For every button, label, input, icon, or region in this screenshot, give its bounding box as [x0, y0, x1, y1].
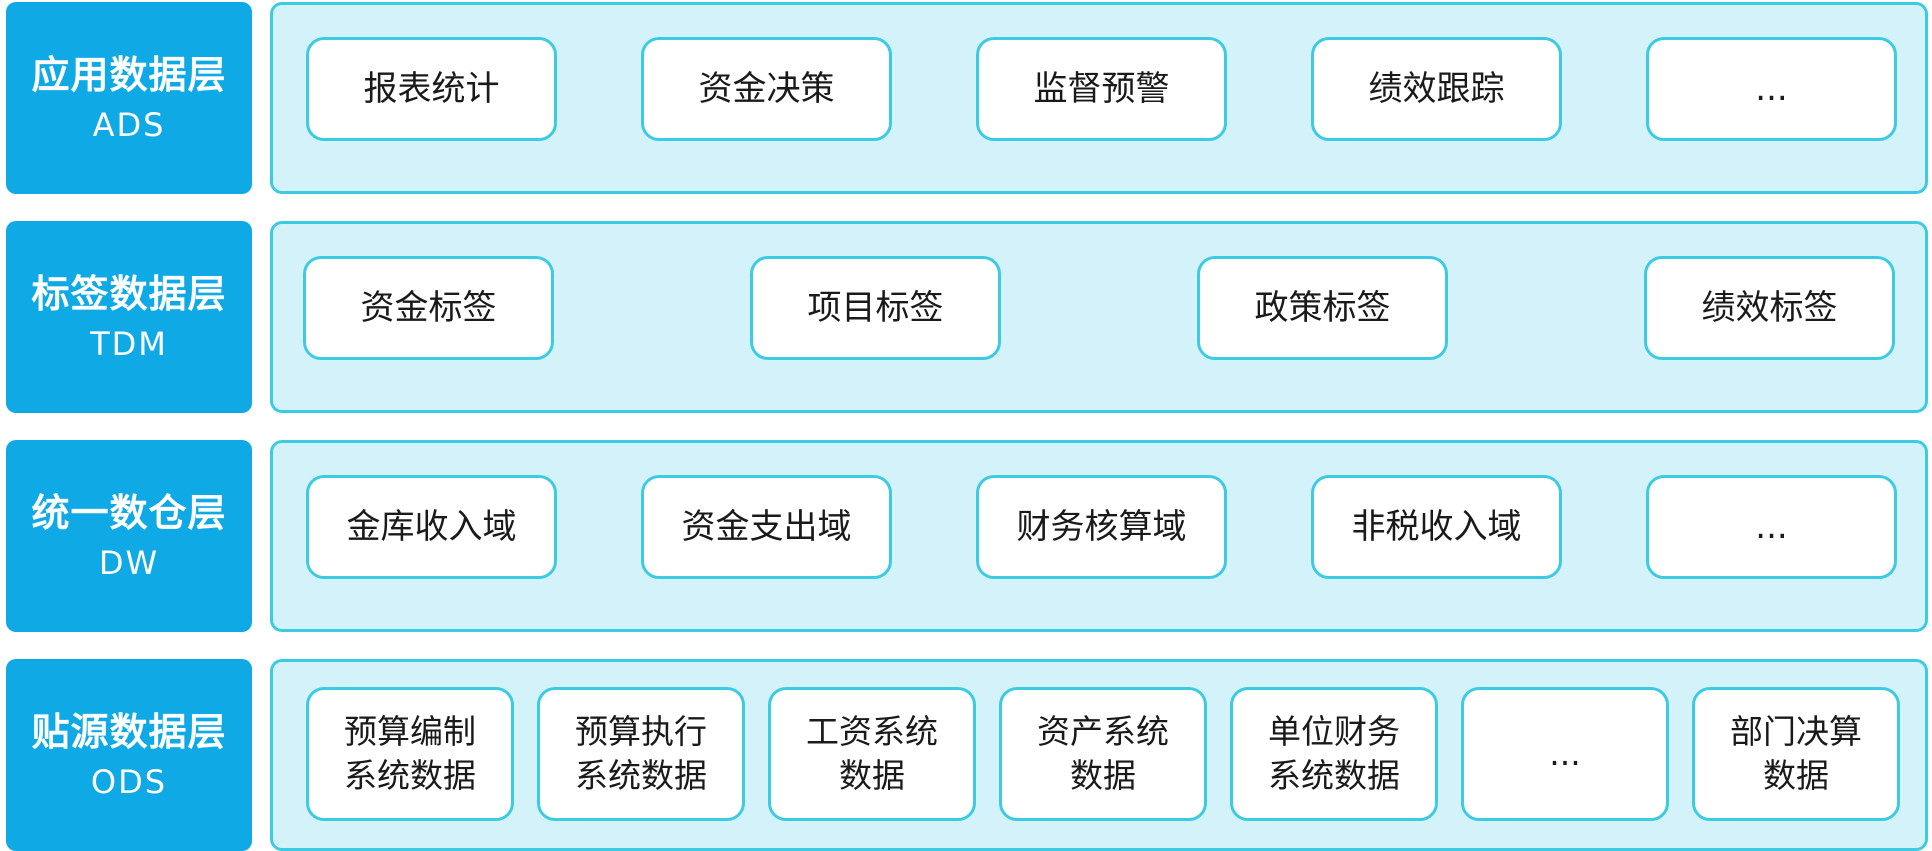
item-box[interactable]: 绩效跟踪 — [1311, 37, 1562, 141]
layer-panel-tdm: 资金标签 项目标签 政策标签 绩效标签 — [270, 221, 1928, 413]
layer-label-ods: 贴源数据层 ODS — [6, 659, 252, 851]
item-box[interactable]: 财务核算域 — [976, 475, 1227, 579]
layer-code: DW — [98, 544, 160, 583]
layer-dw: 统一数仓层 DW 金库收入域 资金支出域 财务核算域 非税收入域 ... — [6, 440, 1928, 632]
item-box[interactable]: 金库收入域 — [306, 475, 557, 579]
item-box-ellipsis[interactable]: ... — [1461, 687, 1669, 821]
item-box[interactable]: 资金支出域 — [641, 475, 892, 579]
layer-tdm: 标签数据层 TDM 资金标签 项目标签 政策标签 绩效标签 — [6, 221, 1928, 413]
item-box[interactable]: 部门决算 数据 — [1692, 687, 1900, 821]
layer-panel-ads: 报表统计 资金决策 监督预警 绩效跟踪 ... — [270, 2, 1928, 194]
layer-label-dw: 统一数仓层 DW — [6, 440, 252, 632]
layer-name: 标签数据层 — [31, 271, 227, 316]
layer-name: 应用数据层 — [31, 52, 227, 97]
item-box[interactable]: 资产系统 数据 — [999, 687, 1207, 821]
item-box[interactable]: 资金标签 — [303, 256, 554, 360]
layer-name: 贴源数据层 — [31, 709, 227, 754]
layer-code: TDM — [90, 325, 168, 364]
layer-code: ADS — [92, 106, 166, 145]
layer-label-tdm: 标签数据层 TDM — [6, 221, 252, 413]
item-box[interactable]: 单位财务 系统数据 — [1230, 687, 1438, 821]
layer-ods: 贴源数据层 ODS 预算编制 系统数据 预算执行 系统数据 工资系统 数据 资产… — [6, 659, 1928, 851]
item-box[interactable]: 资金决策 — [641, 37, 892, 141]
layer-ads: 应用数据层 ADS 报表统计 资金决策 监督预警 绩效跟踪 ... — [6, 2, 1928, 194]
item-box[interactable]: 绩效标签 — [1644, 256, 1895, 360]
item-box[interactable]: 工资系统 数据 — [768, 687, 976, 821]
layer-name: 统一数仓层 — [31, 490, 227, 535]
item-box[interactable]: 预算执行 系统数据 — [537, 687, 745, 821]
layer-label-ads: 应用数据层 ADS — [6, 2, 252, 194]
layer-panel-dw: 金库收入域 资金支出域 财务核算域 非税收入域 ... — [270, 440, 1928, 632]
layer-code: ODS — [90, 763, 168, 802]
item-box-ellipsis[interactable]: ... — [1646, 37, 1897, 141]
item-box-ellipsis[interactable]: ... — [1646, 475, 1897, 579]
layer-panel-ods: 预算编制 系统数据 预算执行 系统数据 工资系统 数据 资产系统 数据 单位财务… — [270, 659, 1928, 851]
item-box[interactable]: 非税收入域 — [1311, 475, 1562, 579]
item-box[interactable]: 报表统计 — [306, 37, 557, 141]
item-box[interactable]: 预算编制 系统数据 — [306, 687, 514, 821]
item-box[interactable]: 项目标签 — [750, 256, 1001, 360]
item-box[interactable]: 政策标签 — [1197, 256, 1448, 360]
item-box[interactable]: 监督预警 — [976, 37, 1227, 141]
